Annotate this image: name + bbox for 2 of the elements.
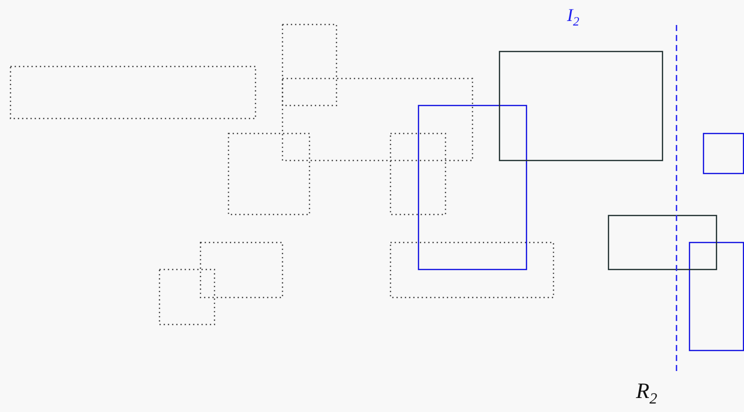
math-label: R$_{2}$ bbox=[636, 380, 658, 407]
math-label: I$_{2}$ bbox=[567, 6, 580, 28]
